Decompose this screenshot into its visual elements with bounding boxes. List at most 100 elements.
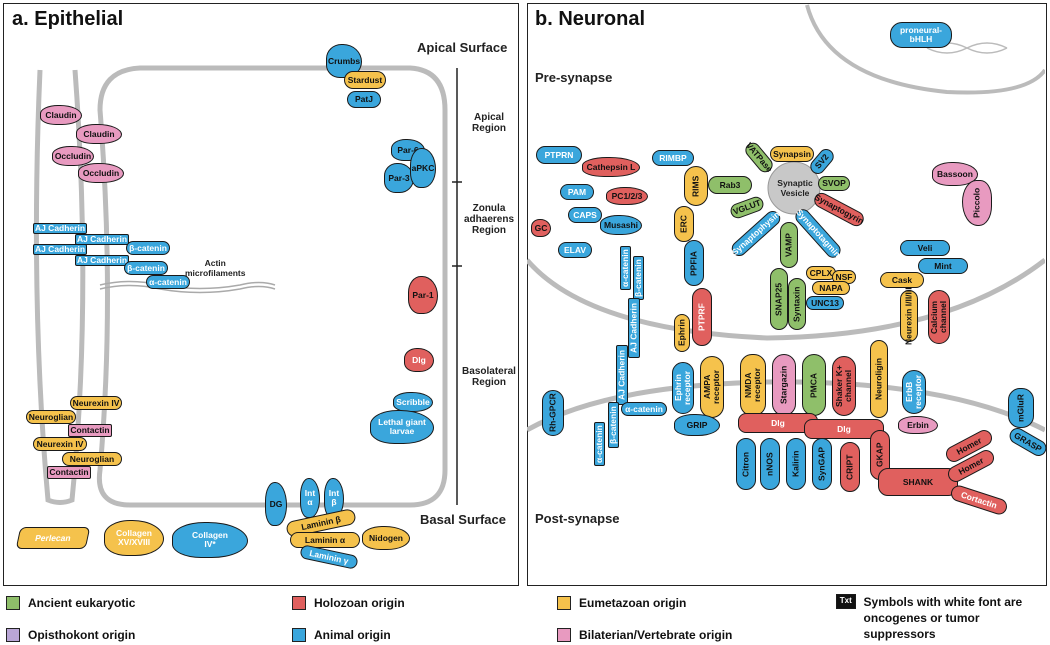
legend-label: Ancient eukaryotic	[28, 596, 136, 610]
legend-bilaterian: Bilaterian/Vertebrate origin	[557, 628, 732, 642]
svop-node: SVOP	[818, 176, 850, 191]
legend-txt: Txt Symbols with white font are oncogene…	[836, 594, 1050, 643]
erbin-node: Erbin	[898, 416, 938, 434]
aj-cadherin-b-node-1: AJ Cadherin	[628, 298, 640, 358]
ptprn-node: PTPRN	[536, 146, 582, 164]
scribble-node: Scribble	[393, 392, 433, 412]
legend-swatch	[6, 628, 20, 642]
kalirin-node: Kalirin	[786, 438, 806, 490]
collagen-iv-node: Collagen IV*	[172, 522, 248, 558]
legend-label: Holozoan origin	[314, 596, 405, 610]
beta-catenin-node-2: β-catenin	[124, 261, 168, 275]
neuroglian-node-2: Neuroglian	[62, 452, 122, 466]
contactin-node-1: Contactin	[68, 424, 112, 437]
legend-holozoan: Holozoan origin	[292, 596, 405, 610]
basal-surface-label: Basal Surface	[420, 512, 506, 527]
mglur-node: mGluR	[1008, 388, 1034, 428]
neurexin-node: Neurexin I/II/III	[900, 287, 918, 345]
par1-node: Par-1	[408, 276, 438, 314]
ampa-receptor-node: AMPA receptor	[700, 356, 724, 418]
legend-label: Animal origin	[314, 628, 391, 642]
legend-opisthokont: Opisthokont origin	[6, 628, 135, 642]
calcium-channel-node: Calcium channel	[928, 290, 950, 344]
snap25-node: SNAP25	[770, 268, 788, 330]
par3-node: Par-3	[384, 163, 414, 193]
alpha-catenin-b-node-3: α-catenin	[594, 422, 605, 466]
apical-region-label: Apical Region	[472, 112, 506, 134]
legend-label: Bilaterian/Vertebrate origin	[579, 628, 733, 642]
cask-node: Cask	[880, 272, 924, 288]
caps-node: CAPS	[568, 207, 602, 223]
legend-animal: Animal origin	[292, 628, 391, 642]
rims-node: RIMS	[684, 166, 708, 206]
alpha-catenin-b-node-2: α-catenin	[621, 402, 667, 416]
aj-cadherin-node-2: AJ Cadherin	[75, 234, 129, 245]
aj-cadherin-node-1: AJ Cadherin	[33, 223, 87, 234]
syngap-node: SynGAP	[812, 438, 832, 490]
legend-swatch	[557, 596, 571, 610]
vamp-node: VAMP	[780, 222, 798, 268]
gc-node: GC	[531, 219, 551, 237]
contactin-node-2: Contactin	[47, 466, 91, 479]
claudin-node-1: Claudin	[40, 105, 82, 125]
rh-gpcr-node: Rh-GPCR	[542, 390, 564, 436]
laminin-alpha-node: Laminin α	[290, 532, 360, 548]
beta-catenin-b-node: β-catenin	[633, 256, 644, 300]
grip-node: GRIP	[674, 414, 720, 436]
panel-b-title: b. Neuronal	[535, 8, 646, 30]
ptprf-node: PTPRF	[692, 288, 712, 346]
alpha-catenin-node: α-catenin	[146, 275, 190, 289]
legend-swatch	[6, 596, 20, 610]
syntaxin-node: Syntaxin	[788, 278, 806, 330]
legend-ancient: Ancient eukaryotic	[6, 596, 135, 610]
shaker-channel-node: Shaker K+ channel	[832, 356, 856, 416]
txt-icon: Txt	[836, 594, 856, 609]
erbb-receptor-node: ErbB receptor	[902, 370, 926, 414]
beta-catenin-node-1: β-catenin	[126, 241, 170, 255]
epithelial-cell-outline	[33, 65, 462, 508]
rab3-node: Rab3	[708, 176, 752, 194]
actin-label: Actin microfilaments	[185, 258, 246, 278]
veli-node: Veli	[900, 240, 950, 256]
neuroglian-node-1: Neuroglian	[26, 410, 76, 424]
napa-node: NAPA	[812, 281, 850, 295]
apical-surface-label: Apical Surface	[417, 40, 508, 55]
dlg-node: Dlg	[404, 348, 434, 372]
legend-swatch	[292, 596, 306, 610]
nidogen-node: Nidogen	[362, 526, 410, 550]
synaptic-vesicle-label: Synaptic Vesicle	[777, 178, 813, 198]
post-synapse-label: Post-synapse	[535, 511, 620, 526]
stardust-node: Stardust	[344, 71, 386, 89]
aj-cadherin-node-4: AJ Cadherin	[75, 255, 129, 266]
legend-txt-label: Symbols with white font are oncogenes or…	[863, 595, 1023, 642]
dg-node: DG	[265, 482, 287, 526]
synapse-outline	[527, 4, 1045, 433]
claudin-node-2: Claudin	[76, 124, 122, 144]
legend-swatch	[557, 628, 571, 642]
citron-node: Citron	[736, 438, 756, 490]
pmca-node: PMCA	[802, 354, 826, 416]
apkc-node: aPKC	[410, 148, 436, 188]
perlecan-node: Perlecan	[15, 527, 91, 549]
neuroligin-node: Neuroligin	[870, 340, 888, 418]
nnos-node: nNOS	[760, 438, 780, 490]
neurexin-iv-node-2: Neurexin IV	[33, 437, 87, 451]
aj-cadherin-node-3: AJ Cadherin	[33, 244, 87, 255]
legend-eumetazoan: Eumetazoan origin	[557, 596, 686, 610]
neurexin-iv-node-1: Neurexin IV	[70, 396, 122, 410]
collagen-xv-node: Collagen XV/XVIII	[104, 520, 164, 556]
basolateral-region-label: Basolateral Region	[462, 366, 516, 388]
pam-node: PAM	[560, 184, 594, 200]
nmda-receptor-node: NMDA receptor	[740, 354, 766, 416]
patj-node: PatJ	[347, 91, 381, 108]
cript-node: CRIPT	[840, 442, 860, 492]
musashi-node: Musashi	[600, 215, 642, 235]
ppfia-node: PPFIA	[684, 240, 704, 286]
ephrin-receptor-node: Ephrin receptor	[672, 362, 694, 414]
shank-node: SHANK	[878, 468, 958, 496]
synapsin-node: Synapsin	[770, 146, 814, 162]
rimbp-node: RIMBP	[652, 150, 694, 166]
pre-synapse-label: Pre-synapse	[535, 70, 613, 85]
cathepsin-l-node: Cathepsin L	[582, 157, 640, 177]
occludin-node-2: Occludin	[78, 163, 124, 183]
